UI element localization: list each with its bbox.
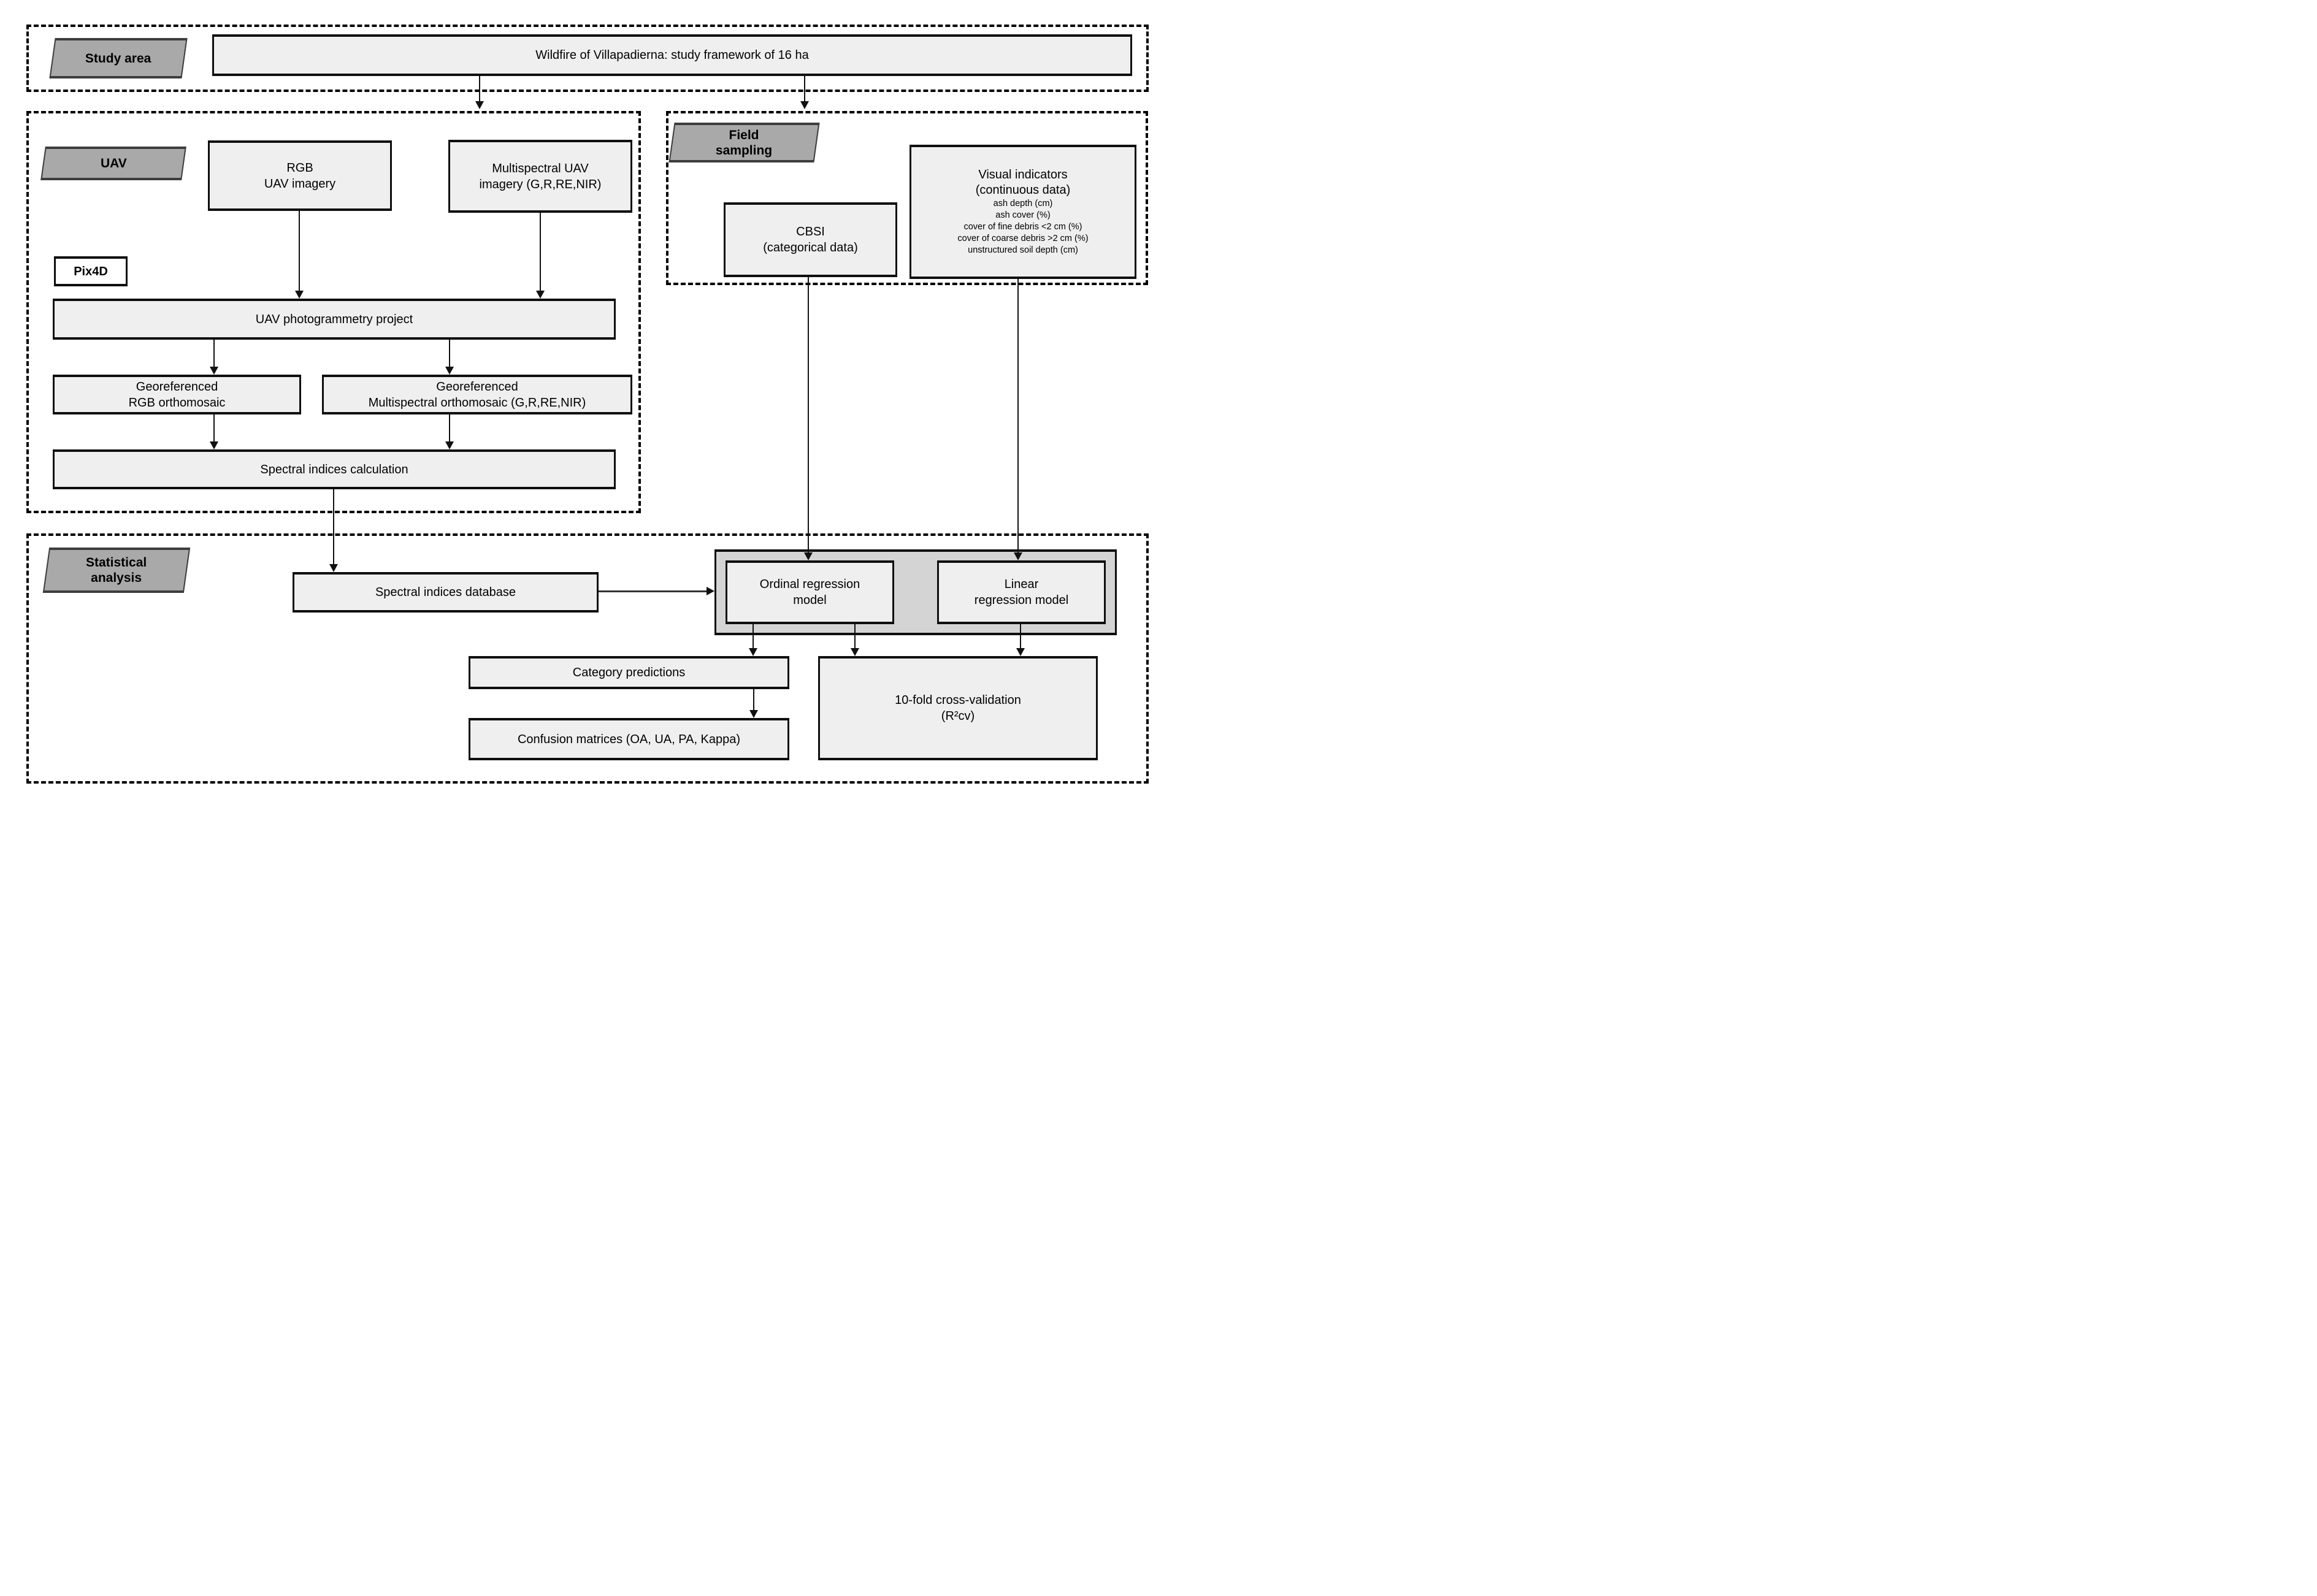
geo-rgb-line1: Georeferenced bbox=[136, 380, 218, 394]
arrow-database-to-models bbox=[599, 587, 714, 595]
uav-photogrammetry-box: UAV photogrammetry project bbox=[53, 299, 616, 340]
arrow-wildfire-to-field bbox=[800, 76, 809, 109]
geo-rgb-line2: RGB orthomosaic bbox=[128, 395, 226, 410]
visual-title: Visual indicators bbox=[978, 168, 1068, 181]
georeferenced-multispectral-box: Georeferenced Multispectral orthomosaic … bbox=[322, 375, 632, 414]
spectral-db-label: Spectral indices database bbox=[375, 586, 516, 599]
visual-item: cover of fine debris <2 cm (%) bbox=[963, 222, 1082, 232]
arrow-rgb-to-photogrammetry bbox=[295, 211, 304, 299]
crossval-line2: (R²cv) bbox=[941, 709, 975, 723]
wildfire-box: Wildfire of Villapadierna: study framewo… bbox=[212, 34, 1132, 76]
stat-tag-line1: Statistical bbox=[86, 556, 147, 570]
crossval-line1: 10-fold cross-validation bbox=[895, 693, 1021, 707]
visual-item: ash depth (cm) bbox=[993, 199, 1053, 208]
wildfire-box-label: Wildfire of Villapadierna: study framewo… bbox=[535, 48, 809, 62]
uav-tag: UAV bbox=[40, 147, 186, 180]
field-tag-line2: sampling bbox=[716, 143, 773, 158]
spectral-indices-calculation-box: Spectral indices calculation bbox=[53, 449, 616, 489]
rgb-box-line2: UAV imagery bbox=[264, 177, 336, 191]
arrow-linear-to-crossval bbox=[1016, 624, 1025, 656]
visual-item: unstructured soil depth (cm) bbox=[968, 245, 1078, 255]
geo-multi-line1: Georeferenced bbox=[436, 380, 518, 394]
arrow-geo-multi-to-calc bbox=[445, 414, 454, 449]
field-sampling-section-border bbox=[666, 111, 1148, 285]
multispectral-uav-imagery-box: Multispectral UAV imagery (G,R,RE,NIR) bbox=[448, 140, 632, 213]
arrow-visual-to-linear bbox=[1014, 279, 1022, 560]
linear-line1: Linear bbox=[1004, 578, 1039, 591]
cbsi-box: CBSI (categorical data) bbox=[724, 202, 897, 277]
cbsi-line1: CBSI bbox=[796, 225, 825, 239]
geo-multi-line2: Multispectral orthomosaic (G,R,RE,NIR) bbox=[368, 395, 586, 410]
visual-subtitle: (continuous data) bbox=[975, 183, 1071, 197]
arrow-calc-to-database bbox=[329, 489, 338, 572]
field-tag-line1: Field bbox=[729, 128, 759, 142]
pix4d-box: Pix4D bbox=[54, 256, 128, 286]
arrow-ordinal-to-category bbox=[749, 624, 757, 656]
visual-indicators-box: Visual indicators (continuous data) ash … bbox=[910, 145, 1136, 279]
rgb-uav-imagery-box: RGB UAV imagery bbox=[208, 140, 392, 211]
linear-line2: regression model bbox=[974, 594, 1069, 607]
arrow-category-to-confusion bbox=[749, 689, 758, 718]
pix4d-label: Pix4D bbox=[74, 264, 108, 278]
arrow-multispectral-to-photogrammetry bbox=[536, 213, 545, 299]
cross-validation-box: 10-fold cross-validation (R²cv) bbox=[818, 656, 1098, 760]
category-predictions-box: Category predictions bbox=[469, 656, 789, 689]
confusion-label: Confusion matrices (OA, UA, PA, Kappa) bbox=[517, 732, 741, 746]
georeferenced-rgb-box: Georeferenced RGB orthomosaic bbox=[53, 375, 301, 414]
arrow-photogrammetry-to-geo-rgb bbox=[210, 340, 218, 375]
confusion-matrices-box: Confusion matrices (OA, UA, PA, Kappa) bbox=[469, 718, 789, 760]
photogrammetry-label: UAV photogrammetry project bbox=[255, 312, 413, 326]
category-label: Category predictions bbox=[572, 666, 686, 679]
study-area-tag: Study area bbox=[49, 38, 188, 78]
linear-regression-box: Linear regression model bbox=[937, 560, 1106, 624]
stat-tag-line2: analysis bbox=[91, 571, 142, 585]
arrow-geo-rgb-to-calc bbox=[210, 414, 218, 449]
ordinal-line2: model bbox=[793, 594, 827, 607]
arrow-photogrammetry-to-geo-multi bbox=[445, 340, 454, 375]
visual-item: ash cover (%) bbox=[995, 210, 1051, 220]
spectral-calc-label: Spectral indices calculation bbox=[260, 462, 408, 476]
spectral-indices-database-box: Spectral indices database bbox=[293, 572, 599, 613]
arrow-cbsi-to-ordinal bbox=[804, 277, 813, 560]
multispectral-box-line2: imagery (G,R,RE,NIR) bbox=[479, 177, 602, 191]
statistical-section-border bbox=[26, 533, 1149, 784]
arrow-wildfire-to-uav bbox=[475, 76, 484, 109]
rgb-box-line1: RGB bbox=[286, 161, 313, 175]
uav-tag-label: UAV bbox=[100, 156, 127, 170]
multispectral-box-line1: Multispectral UAV bbox=[492, 161, 589, 175]
cbsi-line2: (categorical data) bbox=[763, 241, 858, 254]
study-area-section-border bbox=[26, 25, 1149, 92]
ordinal-regression-box: Ordinal regression model bbox=[726, 560, 894, 624]
study-area-tag-label: Study area bbox=[85, 51, 151, 66]
ordinal-line1: Ordinal regression bbox=[759, 578, 860, 591]
arrow-ordinal-to-crossval bbox=[851, 624, 859, 656]
visual-item: cover of coarse debris >2 cm (%) bbox=[957, 234, 1089, 243]
